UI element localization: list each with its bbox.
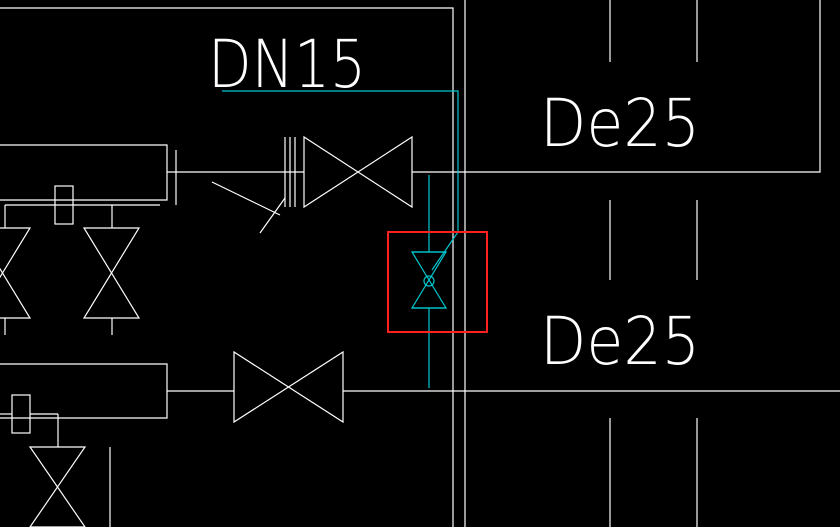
label-dn15: DN15 [208, 26, 366, 103]
check-valve-body [54, 185, 74, 225]
diagonal-tap [211, 181, 281, 216]
equipment-box-upper [0, 144, 168, 201]
equipment-box-lower [0, 363, 168, 419]
pipe-frame-left [0, 7, 454, 527]
valve-stem-circle [423, 275, 435, 287]
gate-valve-lower [233, 350, 344, 424]
vertical-valve-left [0, 227, 32, 319]
gate-valve-upper [303, 135, 413, 209]
label-de25-upper: De25 [540, 85, 700, 162]
vertical-valve-right [82, 227, 141, 319]
dn15-leader [222, 90, 459, 271]
dn15-branch [222, 90, 459, 388]
label-de25-lower: De25 [540, 303, 700, 380]
check-valve-body-lower [11, 394, 31, 434]
vertical-valve-lower [28, 446, 87, 527]
selection-highlight-box[interactable] [387, 231, 488, 333]
pipe-frame-right-top [465, 0, 821, 173]
small-butterfly-valve [410, 251, 448, 309]
diagonal-tap [259, 197, 286, 234]
